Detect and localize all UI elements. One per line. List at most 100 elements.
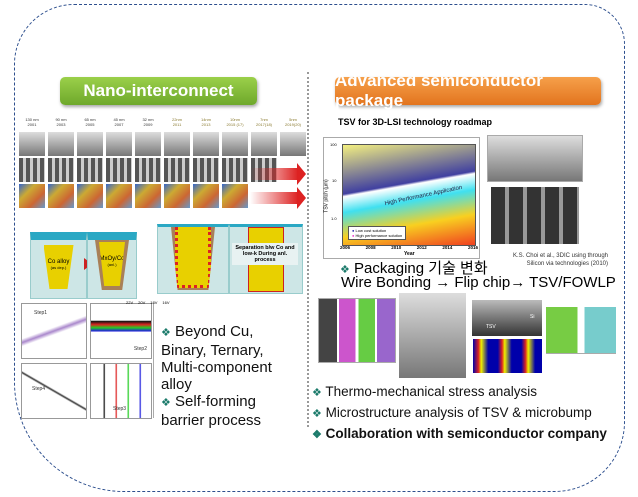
- bullet-item: ❖ Beyond Cu, Binary, Ternary, Multi-comp…: [161, 323, 296, 393]
- voltage-label: 20V: [138, 300, 146, 305]
- die-image: [19, 184, 45, 208]
- co-alloy-label: Co alloy: [47, 259, 70, 265]
- node-nm: 45 nm: [113, 117, 125, 122]
- node-year: 2009: [143, 122, 153, 127]
- die-image: [222, 184, 248, 208]
- node-nm: 7nm: [260, 117, 268, 122]
- bullet-text: Collaboration with semiconductor company: [325, 426, 607, 441]
- as-dep-label: (as dep.): [50, 265, 67, 270]
- bullet-item: ❖ Collaboration with semiconductor compa…: [312, 424, 607, 445]
- bullet-text: Self-forming barrier process: [161, 393, 262, 429]
- ebsd-image: [318, 298, 396, 363]
- separation-diagram: Separation b/w Co and low-k During anl. …: [229, 224, 303, 294]
- x-tick: 2010: [391, 245, 402, 250]
- node-nm: 130 nm: [25, 117, 39, 122]
- fea-simulation-image: [546, 307, 616, 354]
- legend-item: Low cost solution: [355, 228, 387, 233]
- x-tick: 2012: [416, 245, 427, 250]
- tem-image: [77, 132, 103, 156]
- node-year: 2007: [114, 122, 124, 127]
- step4-label: Step4: [32, 386, 46, 392]
- tsv-roadmap-chart: High Performance Application TSV pitch (…: [323, 137, 480, 259]
- node-nm: 22nm: [171, 117, 182, 122]
- anl-label: (anl.): [107, 262, 117, 267]
- diamond-bullet-icon: ❖: [340, 264, 350, 276]
- layout-image: [77, 158, 103, 182]
- step4-chart: Step4: [21, 363, 87, 419]
- packaging-text: Packaging 기술 변화: [354, 260, 488, 277]
- x-axis-label: Year: [404, 251, 415, 257]
- layout-image: [193, 158, 219, 182]
- node-year: 2001: [27, 122, 37, 127]
- diamond-bullet-icon: ❖: [312, 387, 322, 399]
- bullet-item: ❖ Self-forming barrier process: [161, 393, 296, 429]
- voltage-label: 16V: [162, 300, 170, 305]
- tem-image: [106, 132, 132, 156]
- diamond-bullet-icon: ❖: [161, 397, 171, 409]
- node-nm: 90 nm: [55, 117, 67, 122]
- layout-image: [135, 158, 161, 182]
- packaging-evolution: Wire Bonding → Flip chip→ TSV/FOWLP: [341, 274, 616, 291]
- node-nm: 14nm: [200, 117, 211, 122]
- nano-interconnect-banner: Nano-interconnect: [60, 77, 257, 105]
- package-banner: Advanced semiconductor package: [335, 71, 601, 110]
- bullet-text: Beyond Cu, Binary, Ternary, Multi-compon…: [161, 323, 272, 393]
- tem-image: [19, 132, 45, 156]
- tsv-label: TSV: [486, 324, 496, 330]
- diffusion-diagram: [157, 224, 229, 294]
- y-tick: 1.0: [331, 216, 337, 221]
- layout-image: [106, 158, 132, 182]
- node-year: 2019(20): [284, 122, 301, 127]
- step2-chart: Step2: [90, 303, 152, 359]
- legend: ● Low cost solution ● High performance s…: [348, 226, 407, 240]
- x-tick: 2014: [442, 245, 453, 250]
- separation-label: Separation b/w Co and low-k During anl. …: [232, 243, 298, 265]
- step1-label: Step1: [34, 310, 48, 316]
- legend-item: High performance solution: [355, 233, 403, 238]
- step1-chart: Step1: [21, 303, 87, 359]
- node-year: 2011: [172, 122, 182, 127]
- voltage-label: 18V: [150, 300, 158, 305]
- co-alloy-diagram: Co alloy (as dep.): [30, 232, 87, 299]
- node-year: 2015 (17): [226, 122, 244, 127]
- node-year: 2013: [201, 122, 211, 127]
- tsv-stress-map-image: [473, 339, 542, 373]
- die-image: [193, 184, 219, 208]
- node-year: 2003: [56, 122, 66, 127]
- diamond-bullet-icon: ❖: [312, 429, 322, 441]
- citation: K.S. Choi et al., 3DIC using through Sil…: [512, 253, 608, 267]
- diamond-bullet-icon: ❖: [161, 327, 171, 339]
- node-year: 2005: [85, 122, 95, 127]
- step2-label: Step2: [133, 346, 147, 352]
- step3-chart: Step3: [90, 363, 152, 419]
- layout-image: [19, 158, 45, 182]
- tem-image: [48, 132, 74, 156]
- microbump-sem-image: [399, 293, 466, 378]
- bullet-item: ❖ Microstructure analysis of TSV & micro…: [312, 403, 607, 424]
- y-tick: 100: [330, 142, 337, 147]
- roadmap-title: TSV for 3D-LSI technology roadmap: [338, 117, 493, 127]
- tsv-cross-section-image: [491, 187, 579, 244]
- left-bullets: ❖ Beyond Cu, Binary, Ternary, Multi-comp…: [161, 323, 296, 429]
- die-image: [135, 184, 161, 208]
- divider: [307, 72, 309, 427]
- tem-image: [135, 132, 161, 156]
- arrow-icon: [250, 187, 306, 209]
- x-tick: 2006: [340, 245, 351, 250]
- bullet-text: Thermo-mechanical stress analysis: [325, 384, 537, 399]
- tem-image: [280, 132, 306, 156]
- layout-image: [164, 158, 190, 182]
